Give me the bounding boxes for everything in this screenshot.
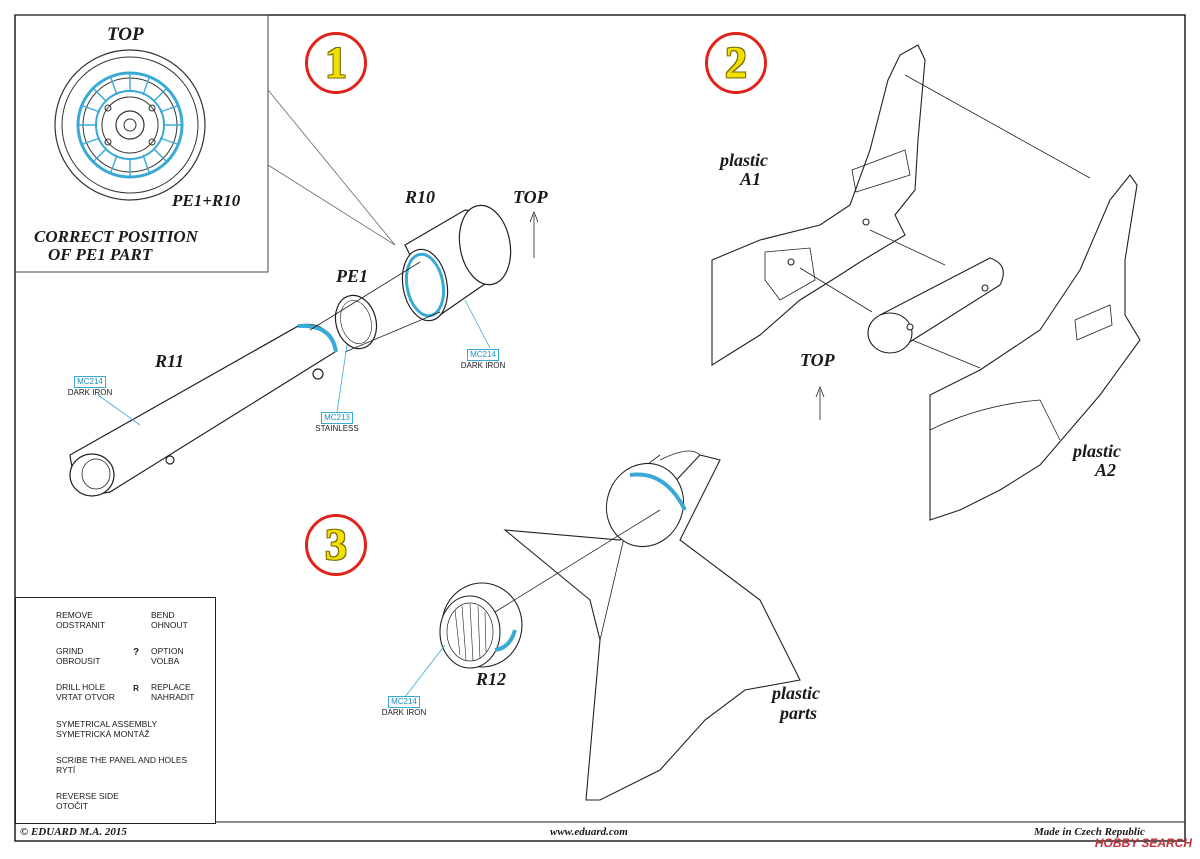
legend-line2: NAHRADIT [151, 692, 195, 702]
sheet-border [14, 14, 1186, 842]
plastic-a2-part [929, 174, 1141, 521]
legend-line2: OHNOUT [151, 620, 188, 630]
inset-caption-line2: OF PE1 PART [48, 245, 153, 264]
inset-exhaust-ring [54, 49, 206, 201]
legend-line2: OTOČIT [56, 801, 88, 811]
pe1-disk [334, 294, 378, 350]
paint-name: DARK IRON [381, 708, 427, 717]
pe1-paint-callout: MC213 STAINLESS [307, 412, 367, 434]
plastic-a2-line1: plastic [1073, 441, 1121, 461]
r12-label: R12 [476, 669, 507, 689]
pe1-label: PE1 [336, 266, 369, 286]
legend-line1: REVERSE SIDE [56, 791, 119, 801]
plastic-a2-line2: A2 [1095, 460, 1117, 480]
step3-drawing [404, 450, 801, 801]
paint-name: STAINLESS [315, 424, 359, 433]
legend-line1: BEND [151, 610, 175, 620]
legend-line2: VRTAT OTVOR [56, 692, 115, 702]
legend-line1: REPLACE [151, 682, 191, 692]
paint-code: MC214 [388, 696, 420, 708]
legend-line2: SYMETRICKÁ MONTÁŽ [56, 729, 150, 739]
step-2-badge: 2 [705, 32, 767, 94]
legend-line1: DRILL HOLE [56, 682, 106, 692]
plastic-a1-line2: A1 [740, 169, 762, 189]
paint-name: DARK IRON [460, 361, 506, 370]
replace-r-icon: R [133, 684, 139, 693]
paint-code: MC214 [467, 349, 499, 361]
r10-paint-callout: MC214 DARK IRON [452, 349, 514, 371]
pipe-part [879, 257, 1004, 346]
legend-line2: RYTÍ [56, 765, 76, 775]
footer-website[interactable]: www.eduard.com [550, 826, 628, 838]
inset-caption-line1: CORRECT POSITION [34, 227, 198, 246]
r12-ring [439, 582, 523, 669]
legend-line1: REMOVE [56, 610, 93, 620]
step1-top-label: TOP [513, 187, 548, 207]
footer-made-in: Made in Czech Republic [1034, 826, 1145, 838]
plastic-a1-part [711, 44, 926, 366]
legend-line2: OBROUSIT [56, 656, 101, 666]
paint-code: MC214 [74, 376, 106, 388]
plastic-parts-line2: parts [780, 703, 818, 723]
inset-top-label: TOP [107, 24, 144, 45]
inset-part-label: PE1+R10 [172, 191, 241, 210]
legend-line1: GRIND [56, 646, 84, 656]
r12-paint-callout: MC214 DARK IRON [375, 696, 433, 718]
legend-line2: ODSTRANIT [56, 620, 106, 630]
inset-box [15, 14, 396, 273]
r10-label: R10 [405, 187, 436, 207]
legend-line1: OPTION [151, 646, 184, 656]
plastic-parts-tail [503, 454, 801, 801]
plastic-parts-line1: plastic [772, 683, 820, 703]
plastic-a1-line1: plastic [720, 150, 768, 170]
legend-line1: SCRIBE THE PANEL AND HOLES [56, 755, 188, 765]
step1-drawing [69, 204, 539, 497]
r11-label: R11 [155, 351, 185, 371]
r11-paint-callout: MC214 DARK IRON [60, 376, 120, 398]
legend-line1: SYMETRICAL ASSEMBLY [56, 719, 158, 729]
step-1-badge: 1 [305, 32, 367, 94]
paint-code: MC213 [321, 412, 353, 424]
step-3-badge: 3 [305, 514, 367, 576]
legend-line2: VOLBA [151, 656, 180, 666]
question-mark-icon: ? [132, 647, 140, 658]
footer-copyright: © EDUARD M.A. 2015 [20, 826, 127, 838]
step2-top-label: TOP [800, 350, 835, 370]
watermark-logo: HOBBY SEARCH [1094, 836, 1192, 850]
paint-name: DARK IRON [67, 388, 113, 397]
step2-drawing [711, 44, 1141, 521]
